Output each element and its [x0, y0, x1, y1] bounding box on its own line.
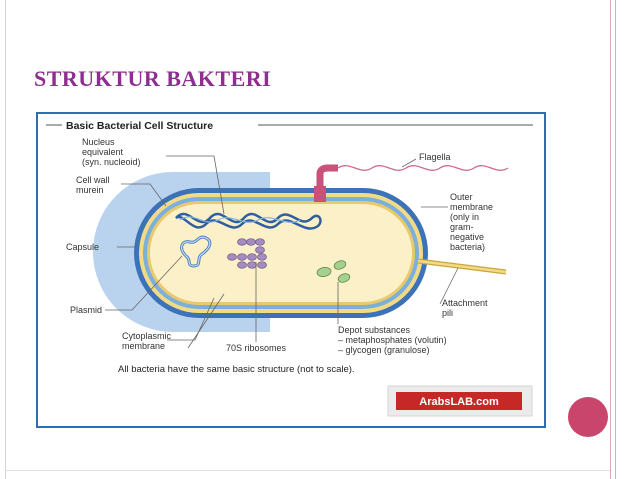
bacteria-figure: Basic Bacterial Cell Structure — [36, 112, 546, 428]
figure-caption: All bacteria have the same basic structu… — [118, 364, 355, 375]
pili-inner — [417, 259, 507, 274]
label-outer-3: (only in — [450, 212, 479, 222]
label-flagella: Flagella — [419, 152, 451, 162]
label-outer-5: negative — [450, 232, 484, 242]
granule — [337, 273, 351, 283]
ribosome — [246, 238, 256, 246]
label-ribosomes: 70S ribosomes — [226, 343, 287, 353]
ribosome — [237, 238, 247, 246]
slide-right-border — [610, 0, 616, 479]
ribosomes-group — [227, 238, 267, 269]
label-nucleus-2: equivalent — [82, 147, 124, 157]
ribosome — [247, 253, 257, 261]
watermark-logo: ArabsLAB.com — [387, 385, 533, 417]
ribosome — [257, 253, 267, 261]
label-nucleus-3: (syn. nucleoid) — [82, 157, 141, 167]
label-pili-2: pili — [442, 308, 453, 318]
label-cell-wall-1: Cell wall — [76, 175, 110, 185]
depot-granules — [316, 260, 351, 283]
ribosome — [227, 253, 237, 261]
ribosome — [257, 261, 267, 269]
leader-lines — [105, 155, 459, 349]
label-cytoplasmic-2: membrane — [122, 341, 165, 351]
label-nucleus-1: Nucleus — [82, 137, 115, 147]
watermark-text: ArabsLAB.com — [419, 396, 499, 408]
cytoplasm-shape — [150, 204, 412, 302]
flagellum-base — [314, 186, 326, 202]
label-cell-wall-2: murein — [76, 185, 104, 195]
granule — [333, 260, 347, 270]
bacteria-diagram: Basic Bacterial Cell Structure — [46, 120, 533, 417]
figure-heading: Basic Bacterial Cell Structure — [66, 120, 213, 132]
decorative-dot — [568, 397, 608, 437]
ribosome — [255, 246, 265, 254]
nucleoid-strand — [179, 216, 301, 223]
ribosome — [237, 253, 247, 261]
slide-bottom-border — [5, 470, 610, 471]
label-outer-2: membrane — [450, 202, 493, 212]
slide-left-border — [5, 0, 6, 479]
label-cytoplasmic-1: Cytoplasmic — [122, 331, 172, 341]
label-capsule: Capsule — [66, 242, 99, 252]
granule — [316, 267, 332, 277]
label-outer-1: Outer — [450, 192, 473, 202]
label-pili-1: Attachment — [442, 298, 488, 308]
label-outer-4: gram- — [450, 222, 474, 232]
label-depot-3: – glycogen (granulose) — [338, 345, 430, 355]
label-depot-2: – metaphosphates (volutin) — [338, 335, 447, 345]
label-outer-6: bacteria) — [450, 242, 485, 252]
ribosome — [247, 261, 257, 269]
slide-title: STRUKTUR BAKTERI — [34, 66, 272, 91]
plasmid-inner — [181, 236, 211, 267]
label-plasmid: Plasmid — [70, 305, 102, 315]
ribosome — [237, 261, 247, 269]
nucleoid-shape — [175, 212, 322, 230]
flagellum-filament — [337, 165, 509, 171]
label-depot-1: Depot substances — [338, 325, 411, 335]
flagellum-hook — [316, 164, 338, 186]
ribosome — [255, 238, 265, 246]
